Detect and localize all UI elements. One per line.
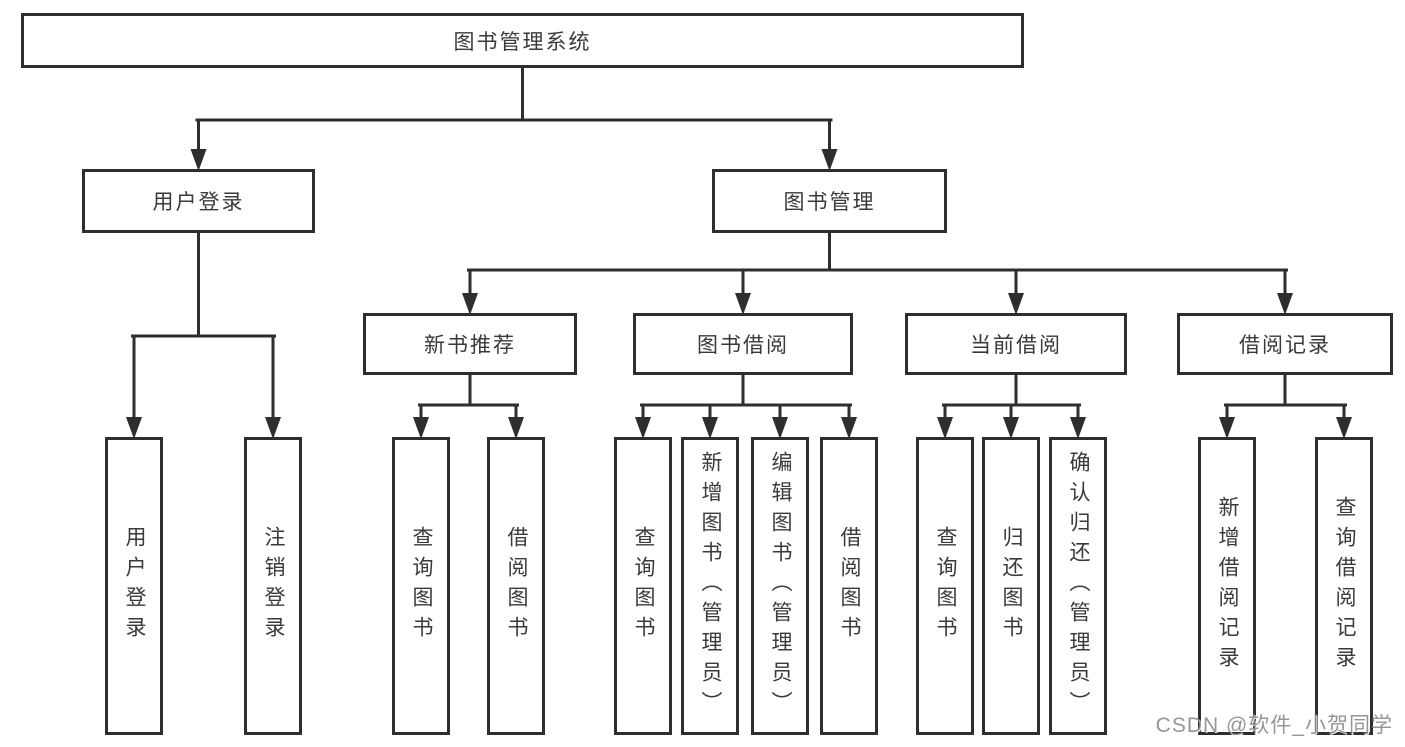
node-query-borrow-record: 查询借阅记录 [1315, 437, 1373, 735]
node-label: 查询图书 [632, 526, 655, 646]
arrowhead-icon [508, 417, 524, 439]
node-new-book-rec: 新书推荐 [363, 313, 577, 375]
node-borrow-book-rec: 借阅图书 [487, 437, 545, 735]
node-label: 借阅图书 [505, 526, 528, 646]
node-query-book-borrow: 查询图书 [614, 437, 672, 735]
node-label: 注销登录 [262, 526, 285, 646]
arrowhead-icon [126, 417, 142, 439]
node-book-borrow: 图书借阅 [633, 313, 853, 375]
node-label: 编辑图书（管理员） [769, 451, 792, 721]
arrowhead-icon [1336, 417, 1352, 439]
arrowhead-icon [413, 417, 429, 439]
node-query-book-current: 查询图书 [916, 437, 974, 735]
node-borrow-book-leaf: 借阅图书 [820, 437, 878, 735]
node-book-mgmt: 图书管理 [712, 169, 947, 233]
arrowhead-icon [190, 149, 207, 171]
node-borrow-records: 借阅记录 [1177, 313, 1393, 375]
node-label: 图书借阅 [697, 334, 789, 357]
arrowhead-icon [1219, 417, 1235, 439]
node-add-borrow-record: 新增借阅记录 [1198, 437, 1256, 735]
node-label: 新增图书（管理员） [699, 451, 722, 721]
node-label: 查询图书 [410, 526, 433, 646]
arrowhead-icon [1070, 417, 1086, 439]
node-edit-book-admin: 编辑图书（管理员） [751, 437, 809, 735]
arrowhead-icon [462, 293, 478, 315]
node-label: 借阅记录 [1239, 334, 1331, 357]
arrowhead-icon [735, 293, 751, 315]
arrowhead-icon [821, 149, 838, 171]
node-root: 图书管理系统 [21, 13, 1024, 68]
arrowhead-icon [1277, 293, 1293, 315]
node-label: 新书推荐 [424, 334, 516, 357]
node-current-borrow: 当前借阅 [905, 313, 1127, 375]
node-confirm-return-admin: 确认归还（管理员） [1049, 437, 1107, 735]
node-label: 用户登录 [152, 191, 245, 214]
arrowhead-icon [635, 417, 651, 439]
node-add-book-admin: 新增图书（管理员） [681, 437, 739, 735]
arrowhead-icon [937, 417, 953, 439]
node-label: 用户登录 [123, 526, 146, 646]
node-label: 图书管理 [783, 191, 876, 214]
node-label: 借阅图书 [838, 526, 861, 646]
node-label: 查询图书 [934, 526, 957, 646]
node-user-login-group: 用户登录 [82, 169, 315, 233]
arrowhead-icon [265, 417, 281, 439]
arrowhead-icon [772, 417, 788, 439]
arrowhead-icon [841, 417, 857, 439]
node-return-book: 归还图书 [982, 437, 1040, 735]
node-label: 新增借阅记录 [1216, 496, 1239, 676]
node-user-login-leaf: 用户登录 [105, 437, 163, 735]
node-label: 查询借阅记录 [1333, 496, 1356, 676]
node-label: 归还图书 [1000, 526, 1023, 646]
arrowhead-icon [1008, 293, 1024, 315]
node-label: 确认归还（管理员） [1067, 451, 1090, 721]
node-logout-leaf: 注销登录 [244, 437, 302, 735]
arrowhead-icon [702, 417, 718, 439]
node-label: 当前借阅 [970, 334, 1062, 357]
arrowhead-icon [1003, 417, 1019, 439]
node-query-book-rec: 查询图书 [392, 437, 450, 735]
node-label: 图书管理系统 [453, 30, 592, 54]
